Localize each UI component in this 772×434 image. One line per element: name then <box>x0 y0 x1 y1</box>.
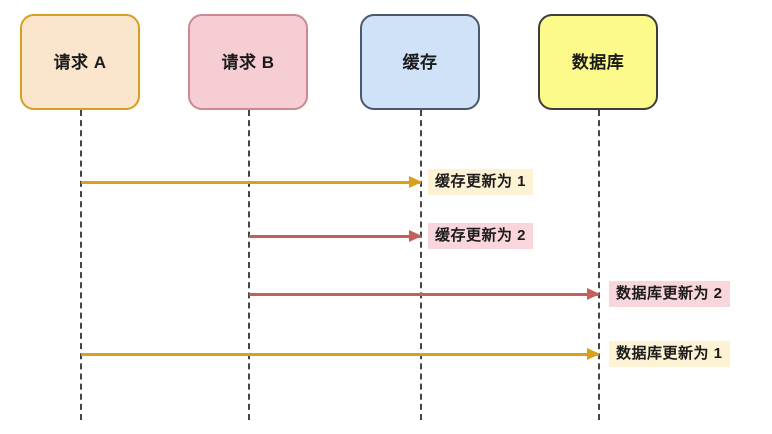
participant-request-b[interactable]: 请求 B <box>188 14 308 110</box>
message-label-cache-update-2: 缓存更新为 2 <box>428 223 534 250</box>
participant-database[interactable]: 数据库 <box>538 14 658 110</box>
message-arrow-db-update-1[interactable] <box>81 347 600 361</box>
message-label-cache-update-1: 缓存更新为 1 <box>428 169 534 196</box>
arrow-shaft <box>249 235 421 238</box>
lifeline-cache <box>420 110 422 420</box>
message-label-db-update-2: 数据库更新为 2 <box>609 281 730 308</box>
arrowhead-icon <box>409 175 422 188</box>
participant-cache[interactable]: 缓存 <box>360 14 480 110</box>
message-arrow-cache-update-1[interactable] <box>81 175 422 189</box>
lifeline-database <box>598 110 600 420</box>
participant-label: 请求 B <box>221 52 275 72</box>
arrow-shaft <box>81 353 599 356</box>
participant-request-a[interactable]: 请求 A <box>20 14 140 110</box>
participant-label: 请求 A <box>53 52 107 72</box>
arrow-shaft <box>81 181 421 184</box>
arrow-shaft <box>249 293 599 296</box>
participant-label: 缓存 <box>402 52 438 72</box>
lifeline-request-a <box>80 110 82 420</box>
arrowhead-icon <box>409 229 422 242</box>
lifeline-request-b <box>248 110 250 420</box>
message-arrow-cache-update-2[interactable] <box>249 229 422 243</box>
message-label-db-update-1: 数据库更新为 1 <box>609 341 730 368</box>
arrowhead-icon <box>587 347 600 360</box>
message-arrow-db-update-2[interactable] <box>249 287 600 301</box>
arrowhead-icon <box>587 287 600 300</box>
participant-label: 数据库 <box>571 52 625 72</box>
